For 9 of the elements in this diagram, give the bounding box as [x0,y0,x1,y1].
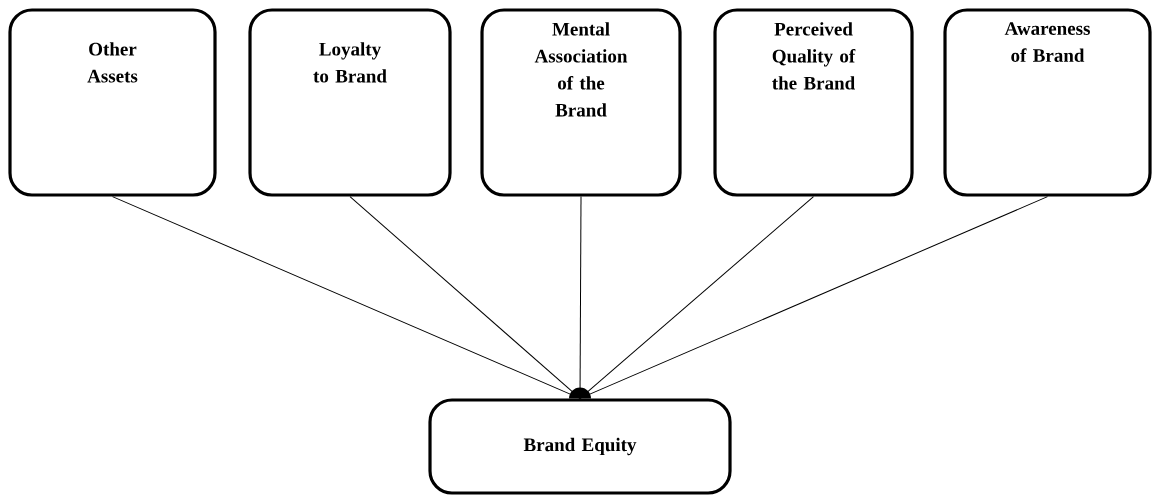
connector-line [579,196,1048,399]
rounded-box: Other Assets [8,8,217,197]
dot-end [569,387,591,399]
rounded-box: Awareness of Brand [943,8,1152,197]
rounded-box: Loyalty to Brand [248,8,452,197]
connector-line [349,196,581,399]
rounded-box: Perceived Quality of the Brand [713,8,914,197]
rounded-box: Brand Equity [428,398,732,495]
rounded-box: Mental Association of the Brand [480,8,682,197]
